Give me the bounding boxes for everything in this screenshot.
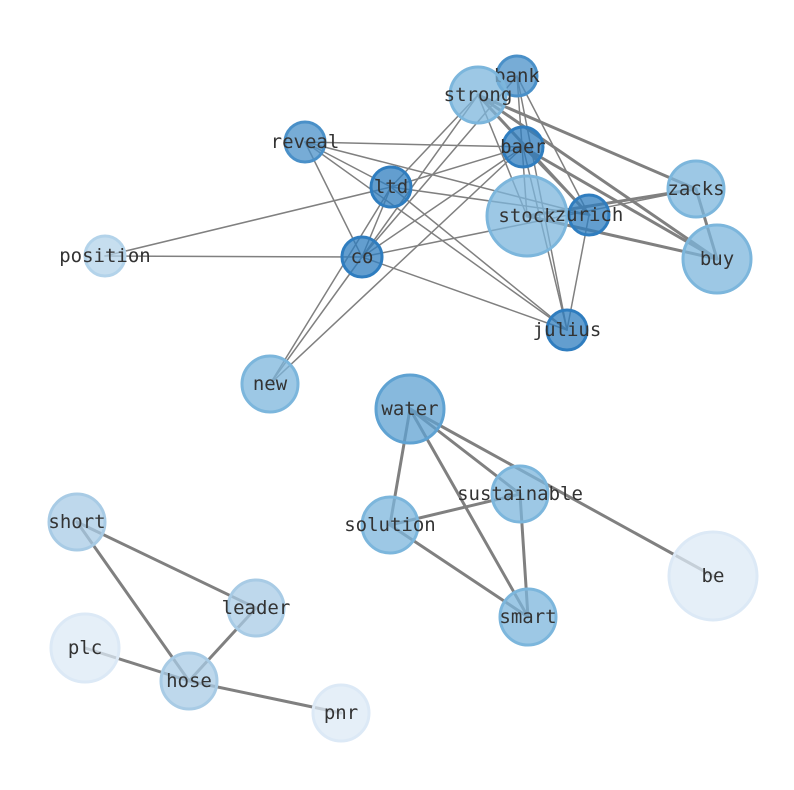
edge-reveal-julius — [304, 141, 568, 331]
edge-baer-buy — [521, 145, 719, 261]
node-buy: buy — [681, 223, 753, 295]
node-circle-pnr — [311, 683, 371, 743]
edge-co-position — [104, 255, 363, 258]
node-strong: strong — [444, 65, 513, 125]
node-label-buy: buy — [700, 248, 734, 270]
edge-strong-buy — [476, 93, 719, 261]
node-zacks: zacks — [666, 159, 726, 219]
node-label-reveal: reveal — [271, 131, 340, 153]
node-stock: stock — [485, 174, 569, 258]
edge-ltd-position — [104, 186, 392, 257]
node-label-solution: solution — [344, 514, 436, 536]
node-circle-reveal — [283, 120, 327, 164]
node-julius: julius — [533, 308, 602, 352]
edge-new-baer — [269, 146, 524, 385]
node-solution: solution — [344, 495, 436, 555]
node-label-bank: bank — [494, 65, 540, 87]
edge-ltd-julius — [390, 186, 568, 331]
node-leader: leader — [222, 578, 291, 638]
node-label-plc: plc — [68, 637, 102, 659]
edge-short-leader — [75, 520, 258, 610]
node-circle-hose — [159, 651, 219, 711]
node-label-julius: julius — [533, 319, 602, 341]
node-label-strong: strong — [444, 84, 513, 106]
edge-short-hose — [75, 520, 191, 683]
node-circle-julius — [545, 308, 589, 352]
node-label-position: position — [59, 245, 151, 267]
edge-reveal-baer — [304, 141, 524, 148]
node-ltd: ltd — [369, 165, 413, 209]
node-plc: plc — [49, 612, 121, 684]
node-circle-stock — [485, 174, 569, 258]
node-label-zurich: zurich — [555, 204, 624, 226]
node-label-zacks: zacks — [667, 178, 724, 200]
node-circle-solution — [360, 495, 420, 555]
edge-strong-zacks — [476, 93, 698, 191]
node-sustainable: sustainable — [457, 464, 583, 524]
node-label-co: co — [351, 246, 374, 268]
node-label-water: water — [381, 398, 438, 420]
node-circle-ltd — [369, 165, 413, 209]
node-label-be: be — [702, 565, 725, 587]
node-label-ltd: ltd — [374, 176, 408, 198]
node-circle-be — [667, 530, 759, 622]
node-circle-buy — [681, 223, 753, 295]
edge-co-strong — [361, 94, 479, 258]
edge-water-be — [408, 407, 715, 578]
node-co: co — [340, 235, 384, 279]
node-circle-position — [83, 234, 127, 278]
node-position: position — [59, 234, 151, 278]
node-hose: hose — [159, 651, 219, 711]
node-be: be — [667, 530, 759, 622]
node-reveal: reveal — [271, 120, 340, 164]
edge-co-julius — [361, 256, 568, 331]
node-zurich: zurich — [555, 193, 624, 237]
node-circle-smart — [498, 587, 558, 647]
node-label-hose: hose — [166, 670, 212, 692]
node-circle-new — [240, 354, 300, 414]
node-circle-zacks — [666, 159, 726, 219]
node-label-smart: smart — [499, 606, 556, 628]
node-new: new — [240, 354, 300, 414]
node-smart: smart — [498, 587, 558, 647]
node-circle-baer — [501, 125, 545, 169]
node-label-leader: leader — [222, 597, 291, 619]
node-label-pnr: pnr — [324, 702, 358, 724]
node-circle-strong — [448, 65, 508, 125]
node-label-stock: stock — [498, 205, 556, 227]
node-circle-zurich — [567, 193, 611, 237]
edge-co-baer — [361, 146, 524, 258]
node-label-short: short — [48, 511, 105, 533]
node-label-new: new — [253, 373, 288, 395]
node-circle-co — [340, 235, 384, 279]
node-short: short — [47, 492, 107, 552]
edge-ltd-new — [269, 186, 392, 385]
node-label-sustainable: sustainable — [457, 483, 583, 505]
node-circle-leader — [226, 578, 286, 638]
node-circle-plc — [49, 612, 121, 684]
edge-water-smart — [408, 407, 530, 619]
node-circle-water — [374, 373, 446, 445]
node-label-baer: baer — [500, 136, 546, 158]
node-circle-sustainable — [490, 464, 550, 524]
node-circle-short — [47, 492, 107, 552]
node-pnr: pnr — [311, 683, 371, 743]
node-water: water — [374, 373, 446, 445]
node-baer: baer — [500, 125, 546, 169]
